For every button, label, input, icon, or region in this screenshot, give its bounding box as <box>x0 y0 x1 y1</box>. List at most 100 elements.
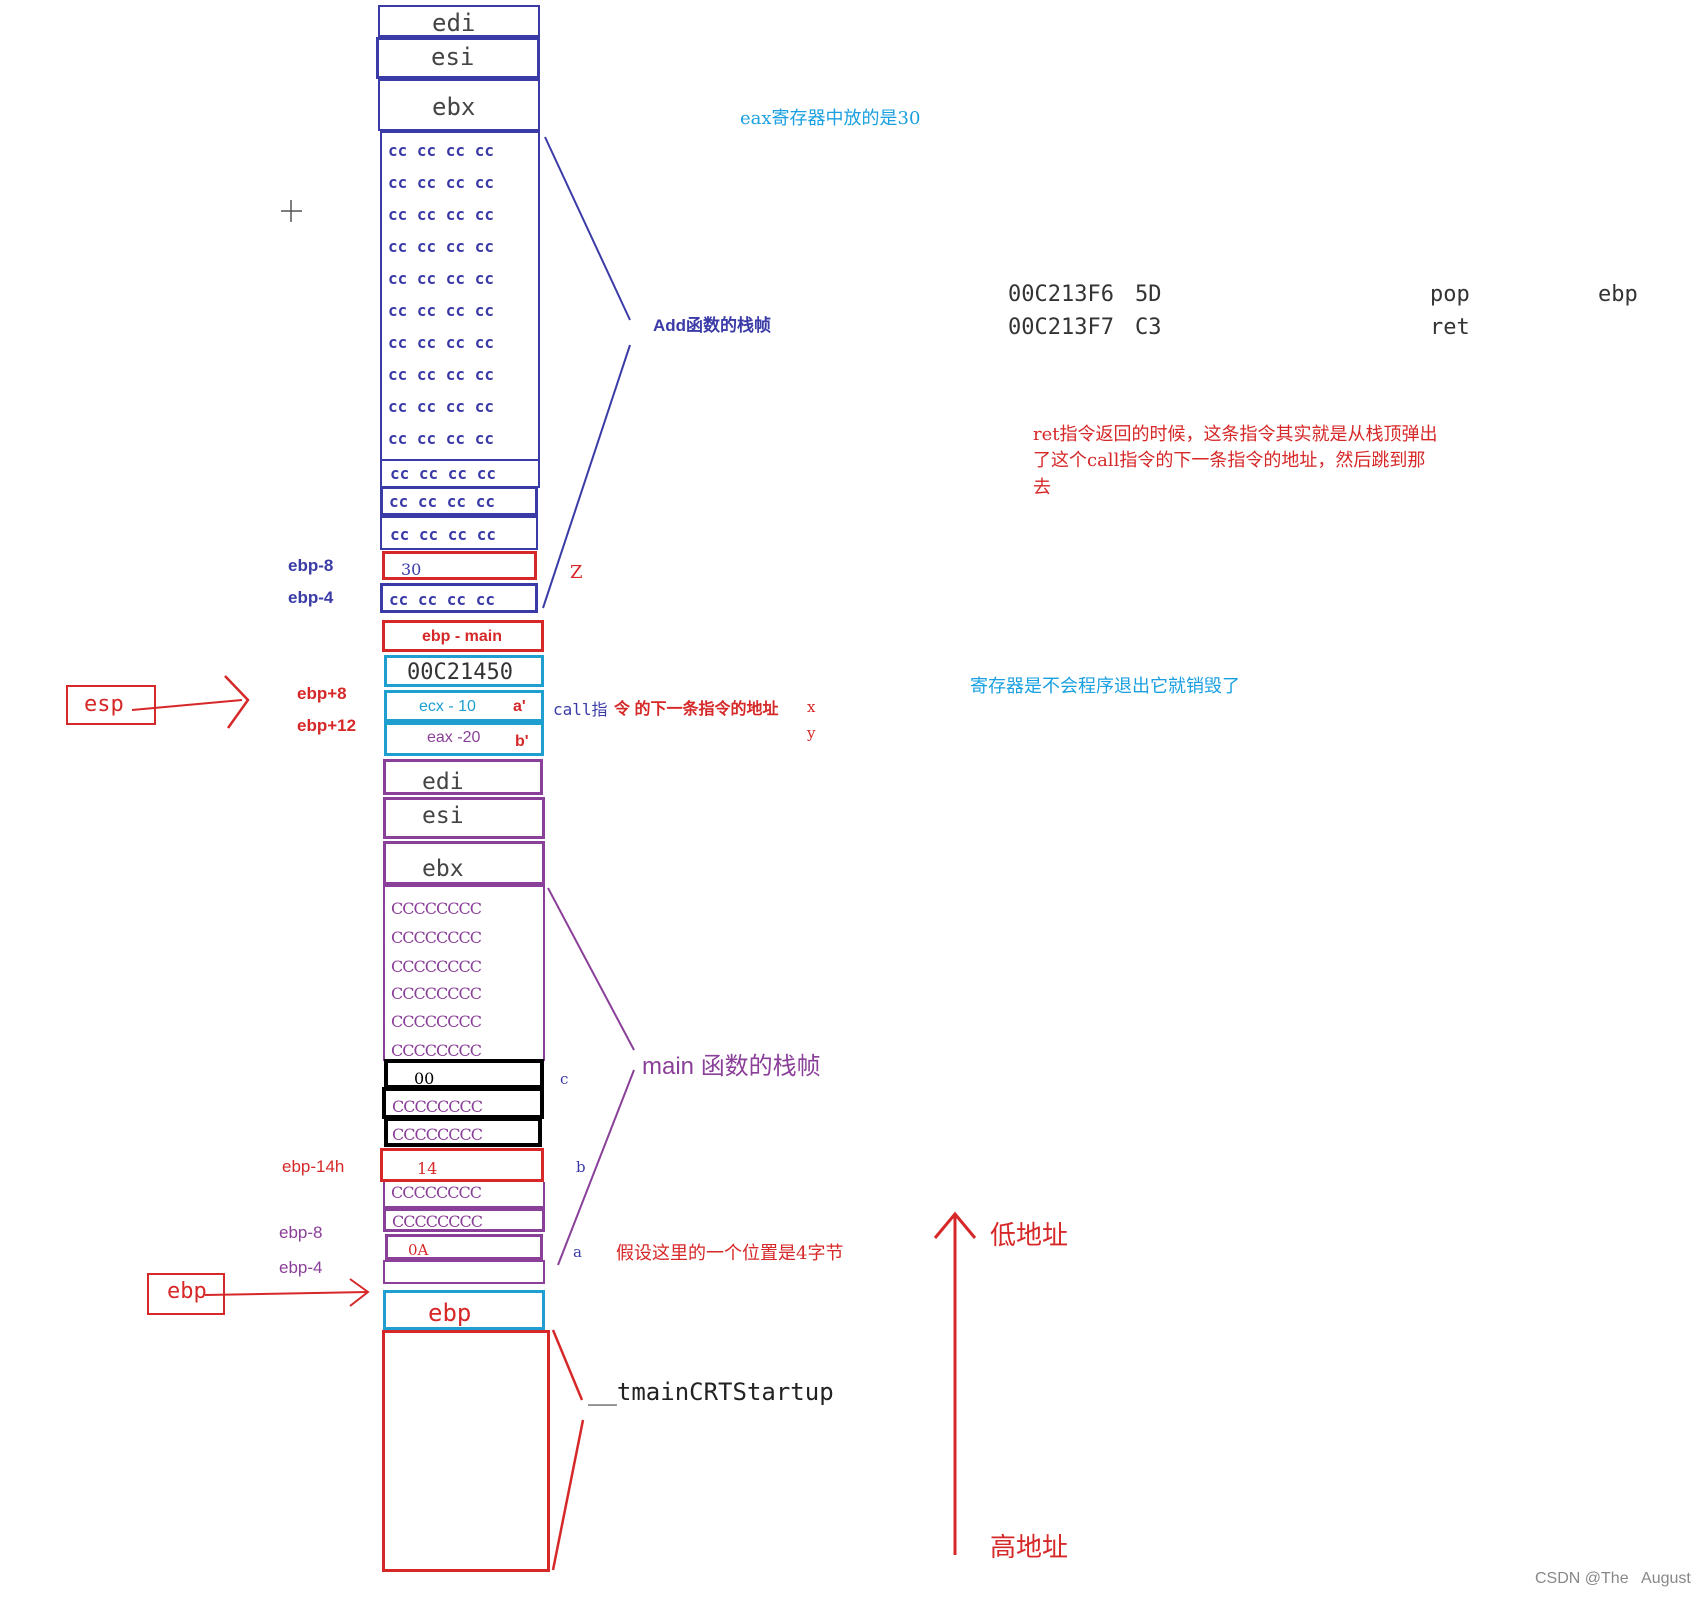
main-var-b-name: b <box>576 1158 586 1176</box>
main-ebp-4-cell <box>383 1260 545 1284</box>
disasm-address: 00C213F7 <box>1008 315 1114 340</box>
ebp-arrow-shaft <box>204 1291 369 1296</box>
label-ebp-plus-12: ebp+12 <box>297 716 357 735</box>
ret-note-line2: 了这个call指令的下一条指令的地址，然后跳到那 <box>1033 450 1426 471</box>
main-fill-row: CCCCCCCC <box>392 1212 483 1231</box>
add-fill-row: cc cc cc cc <box>389 492 495 511</box>
eax-param-cell: eax -20 b' <box>384 722 544 756</box>
ret-note-line3: 去 <box>1033 477 1051 498</box>
ebp-arrow-head <box>349 1278 370 1307</box>
main-var-c-value: 00 <box>414 1069 435 1088</box>
esp-arrow-shaft <box>131 699 243 711</box>
add-fill-row: cc cc cc cc <box>388 301 494 320</box>
add-fill-row: cc cc cc cc <box>388 429 494 448</box>
add-ebp-4-cell: cc cc cc cc <box>380 583 538 613</box>
eax-cell-label: eax -20 <box>427 729 481 746</box>
main-fill-cell: CCCCCCCC <box>383 1208 545 1232</box>
x-label: x <box>807 698 816 716</box>
esp-box: esp <box>66 685 156 725</box>
call-note-prefix: call指 <box>553 700 608 719</box>
main-register-esi-label: esi <box>422 803 464 829</box>
disassembly-row: 00C213F7 C3 ret <box>1008 315 1688 345</box>
low-address-label: 低地址 <box>990 1220 1069 1250</box>
add-var-z-value: 30 <box>401 560 422 579</box>
ecx-cell-label: ecx - 10 <box>419 698 476 715</box>
add-fill-row: cc cc cc cc <box>388 397 494 416</box>
main-frame-brace-bottom <box>557 1069 635 1266</box>
return-address-value: 00C21450 <box>407 660 513 685</box>
add-fill-cell: cc cc cc cc <box>380 461 540 488</box>
add-fill-row: cc cc cc cc <box>388 173 494 192</box>
main-fill-row: CCCCCCCC <box>391 1012 482 1031</box>
ebp-main-cell: ebp - main <box>382 620 544 652</box>
main-var-b-cell: 14 <box>380 1148 544 1182</box>
main-register-edi-cell: edi <box>383 759 543 795</box>
add-register-esi-cell: esi <box>376 37 540 79</box>
add-fill-row: cc cc cc cc <box>388 141 494 160</box>
return-address-cell: 00C21450 <box>384 655 544 687</box>
ret-note-line1: ret指令返回的时候，这条指令其实就是从栈顶弹出 <box>1033 424 1438 445</box>
main-fill-cell: CCCCCCCC <box>382 1087 544 1119</box>
register-note: 寄存器是不会程序退出它就销毁了 <box>970 676 1240 697</box>
startup-frame-cell <box>382 1330 550 1572</box>
watermark: CSDN @The August <box>1535 1570 1691 1587</box>
add-frame-brace-label: Add函数的栈帧 <box>653 316 772 335</box>
main-fill-row: CCCCCCCC <box>391 928 482 947</box>
add-fill-block: cc cc cc cc cc cc cc cc cc cc cc cc cc c… <box>380 131 540 461</box>
add-fill-row: cc cc cc cc <box>388 205 494 224</box>
ebp-box-label: ebp <box>167 1279 207 1304</box>
add-var-z-cell: 30 <box>382 551 537 580</box>
add-fill-row: cc cc cc cc <box>388 269 494 288</box>
ebp-box: ebp <box>147 1273 225 1315</box>
disasm-operand: ebp <box>1598 282 1638 307</box>
main-register-edi-label: edi <box>422 769 464 795</box>
label-ebp-plus-8: ebp+8 <box>297 684 347 703</box>
y-label: y <box>807 724 816 742</box>
add-fill-row: cc cc cc cc <box>390 464 496 483</box>
disasm-bytes: C3 <box>1135 315 1162 340</box>
add-fill-row: cc cc cc cc <box>388 365 494 384</box>
add-label-ebp-minus-4: ebp-4 <box>288 588 334 607</box>
high-address-label: 高地址 <box>990 1532 1069 1562</box>
address-axis-head <box>933 1211 977 1239</box>
add-label-ebp-minus-8: ebp-8 <box>288 556 334 575</box>
call-note-suffix: 令 的下一条指令的地址 <box>614 701 779 718</box>
main-fill-cell: CCCCCCCC <box>384 1117 542 1147</box>
add-var-z-name: Z <box>570 562 583 583</box>
ecx-param-name: a' <box>513 698 526 715</box>
main-label-ebp-minus-4: ebp-4 <box>279 1258 323 1277</box>
main-fill-cell: CCCCCCCC <box>383 1182 545 1208</box>
eax-note: eax寄存器中放的是30 <box>740 108 921 129</box>
esp-label: esp <box>84 692 124 717</box>
add-register-ebx-cell: ebx <box>378 79 540 131</box>
startup-brace-bottom <box>551 1419 585 1571</box>
startup-brace-top <box>551 1329 584 1401</box>
main-fill-row: CCCCCCCC <box>392 1125 483 1144</box>
add-fill-cell: cc cc cc cc <box>380 486 538 516</box>
main-fill-row: CCCCCCCC <box>392 1097 483 1116</box>
main-label-ebp-minus-14h: ebp-14h <box>282 1157 345 1176</box>
add-fill-row: cc cc cc cc <box>388 237 494 256</box>
main-saved-ebp-label: ebp <box>428 1299 472 1327</box>
eax-param-name: b' <box>515 733 529 750</box>
add-frame-brace-bottom <box>542 344 631 609</box>
main-var-a-name: a <box>573 1243 582 1261</box>
main-register-ebx-cell: ebx <box>383 841 545 885</box>
add-fill-row: cc cc cc cc <box>390 525 496 544</box>
main-var-c-cell: 00 <box>384 1059 544 1089</box>
disasm-mnemonic: ret <box>1430 315 1470 340</box>
main-register-ebx-label: ebx <box>422 856 464 882</box>
ecx-param-cell: ecx - 10 a' <box>384 690 544 722</box>
main-var-a-cell: 0A <box>385 1234 543 1260</box>
main-fill-row: CCCCCCCC <box>391 957 482 976</box>
disassembly-row: 00C213F6 5D pop ebp <box>1008 282 1688 312</box>
add-fill-row: cc cc cc cc <box>388 333 494 352</box>
ebp-main-label: ebp - main <box>422 628 503 645</box>
esp-arrow-head <box>224 675 250 729</box>
main-label-ebp-minus-8: ebp-8 <box>279 1223 323 1242</box>
add-register-ebx-label: ebx <box>432 93 476 121</box>
add-register-esi-label: esi <box>431 43 475 71</box>
main-fill-row: CCCCCCCC <box>391 1183 482 1202</box>
main-fill-row: CCCCCCCC <box>391 899 482 918</box>
